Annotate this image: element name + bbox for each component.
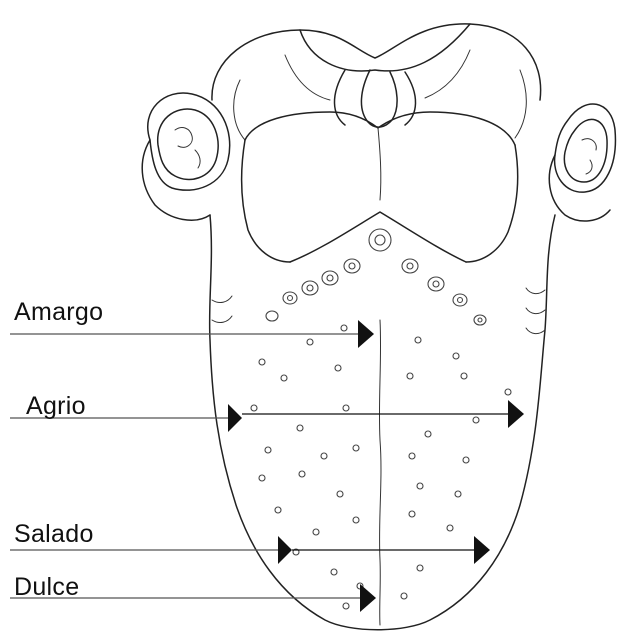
arrowhead-salado-right bbox=[474, 536, 490, 564]
arrowhead-amargo bbox=[358, 320, 374, 348]
tongue-outline bbox=[210, 112, 555, 630]
right-tonsil bbox=[549, 104, 615, 221]
label-agrio: Agrio bbox=[26, 392, 86, 421]
arrowhead-salado-left bbox=[278, 536, 292, 564]
arrowhead-agrio-right bbox=[508, 400, 524, 428]
arrowhead-agrio-left bbox=[228, 404, 242, 432]
label-amargo: Amargo bbox=[14, 298, 103, 327]
label-dulce: Dulce bbox=[14, 573, 79, 602]
vallate-papillae bbox=[266, 229, 486, 325]
label-salado: Salado bbox=[14, 520, 94, 549]
pointer-agrio bbox=[10, 400, 524, 432]
left-tonsil bbox=[142, 93, 230, 220]
arrowhead-dulce bbox=[360, 584, 376, 612]
